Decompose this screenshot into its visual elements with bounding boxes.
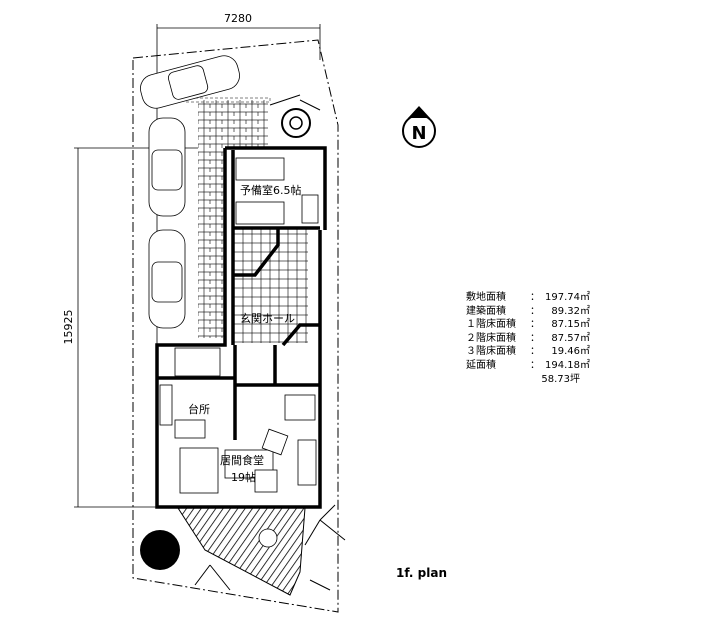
room-label-living-dining: 居間食堂 [220, 453, 264, 467]
area-value: 58.73坪 [541, 373, 580, 385]
area-label: 建築面積 [466, 305, 506, 317]
area-label [466, 373, 530, 387]
area-value: 89.32㎡ [551, 305, 590, 317]
width-label: 7280 [224, 12, 252, 25]
north-compass-icon: N [402, 106, 436, 148]
area-sep: ： [530, 359, 540, 371]
area-row: 建築面積 ： 89.32㎡ [466, 305, 590, 319]
furniture [159, 157, 319, 548]
plan-title: 1f. plan [396, 566, 447, 580]
room-label-kitchen: 台所 [188, 402, 210, 416]
area-sep: ： [530, 319, 540, 331]
area-label: 敷地面積 [466, 292, 506, 303]
area-label: ３階床面積 [466, 346, 516, 358]
area-sep: ： [530, 305, 540, 317]
north-label: N [411, 123, 426, 144]
area-sep: ： [530, 292, 540, 303]
area-row: ２階床面積 ： 87.57㎡ [466, 332, 590, 346]
area-row: １階床面積 ： 87.15㎡ [466, 318, 590, 332]
area-row: ３階床面積 ： 19.46㎡ [466, 345, 590, 359]
area-label: １階床面積 [466, 319, 516, 331]
room-label-living-dining-size: 19帖 [231, 471, 256, 484]
area-value: 19.46㎡ [551, 346, 590, 358]
walls [155, 146, 327, 509]
area-sep: ： [530, 346, 540, 358]
area-label: ２階床面積 [466, 332, 516, 344]
area-value: 197.74㎡ [545, 292, 590, 303]
entrance-tile-floor [233, 228, 308, 343]
area-row: 敷地面積 ： 197.74㎡ [466, 291, 590, 305]
room-label-entrance-hall: 玄関ホール [240, 311, 295, 325]
room-label-spare-room: 予備室6.5帖 [240, 183, 302, 197]
area-label: 延面積 [466, 359, 496, 371]
area-value: 194.18㎡ [545, 359, 590, 371]
depth-label: 15925 [62, 310, 75, 345]
paving [184, 97, 271, 338]
car-parking-2 [148, 117, 186, 217]
tree-icons [140, 94, 346, 591]
area-value: 87.15㎡ [551, 319, 590, 331]
area-row: 58.73坪 [466, 373, 590, 387]
area-row: 延面積 ： 194.18㎡ [466, 359, 590, 373]
car-parking-3 [148, 229, 186, 329]
area-sep: ： [530, 332, 540, 344]
area-value: 87.57㎡ [551, 332, 590, 344]
car-parking-1 [140, 55, 240, 109]
